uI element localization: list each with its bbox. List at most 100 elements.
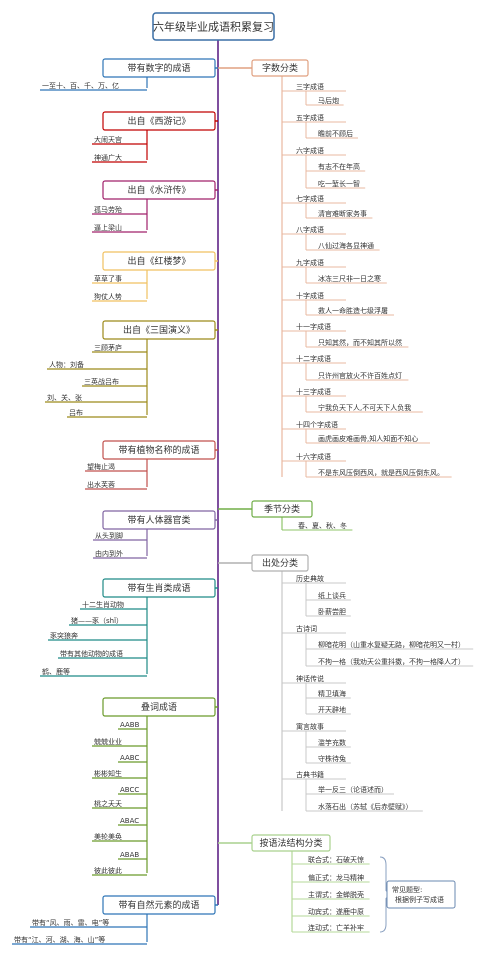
group-label: 八字成语: [296, 225, 324, 234]
group-label: 古诗词: [296, 624, 317, 633]
group-label: 古典书籍: [296, 770, 324, 779]
note-text: 常见题型:: [392, 885, 422, 894]
topic-label: 字数分类: [262, 62, 298, 74]
leaf-item: AABB: [120, 721, 140, 729]
left-topic-9[interactable]: 叠词成语: [102, 697, 216, 717]
topic-label: 叠词成语: [141, 701, 177, 713]
topic-label: 按语法结构分类: [259, 837, 322, 849]
group-item: 不是东风压倒西风，就是西风压倒东风。: [318, 468, 444, 477]
group-label: 十一字成语: [296, 322, 331, 331]
group-item: 有志不在年高: [318, 162, 360, 171]
note-box: 常见题型:根据例子写成语: [386, 880, 456, 909]
left-topic-10[interactable]: 带有自然元素的成语: [102, 895, 216, 915]
topic-box: [102, 578, 216, 598]
topic-label: 带有自然元素的成语: [118, 899, 199, 911]
leaf-item: 人物：刘备: [49, 360, 84, 369]
connector-lines: [12, 40, 474, 945]
group-item: 守株待兔: [318, 754, 346, 763]
leaf-item: 从头到脚: [95, 531, 123, 540]
group-item: 只知其然，而不知其所以然: [318, 338, 402, 347]
left-topic-2[interactable]: 出自《西游记》: [102, 111, 216, 131]
group-item: 水落石出（苏轼《后赤壁赋》）: [318, 802, 413, 811]
leaf-item: 鹤、鹿等: [42, 667, 70, 676]
group-item: 主谓式：金蝉脱壳: [308, 890, 364, 899]
group-item: 卧薪尝胆: [318, 607, 346, 616]
left-topic-5[interactable]: 出自《三国演义》: [102, 320, 216, 340]
leaf-item: 吕布: [69, 408, 83, 417]
topic-label: 季节分类: [264, 503, 300, 515]
group-item: 八仙过海各显神通: [318, 241, 374, 250]
topic-label: 出自《三国演义》: [123, 324, 195, 336]
group-item: 开天辟地: [318, 705, 346, 714]
group-label: 十三字成语: [296, 387, 331, 396]
group-item: 吃一堑长一智: [318, 179, 360, 188]
right-topic-2[interactable]: 季节分类: [251, 500, 313, 518]
group-item: 救人一命胜造七级浮屠: [318, 306, 388, 315]
group-item: 动宾式：遂鹿中原: [308, 907, 364, 916]
left-topic-8[interactable]: 带有生肖类成语: [102, 578, 216, 598]
group-item: 柳暗花明（山重水复疑无路，柳暗花明又一村）: [318, 640, 465, 649]
group-label: 九字成语: [296, 258, 324, 267]
left-topic-6[interactable]: 带有植物名称的成语: [102, 440, 216, 460]
leaf-item: 三英战吕布: [84, 377, 119, 386]
leaf-item: 望梅止渴: [87, 462, 115, 471]
root-node[interactable]: 六年级毕业成语积累复习: [152, 12, 275, 41]
group-item: 清官难断家务事: [318, 209, 367, 218]
leaf-item: 带有“江、河、湖、海、山”等: [14, 935, 105, 944]
left-topic-7[interactable]: 带有人体器官类: [102, 510, 216, 530]
group-label: 五字成语: [296, 113, 324, 122]
topic-box: [102, 510, 216, 530]
leaf-item: 三顾茅庐: [94, 343, 122, 352]
group-label: 十六字成语: [296, 452, 331, 461]
group-item: 只许州官放火不许百姓点灯: [318, 371, 402, 380]
leaf-item: 一至十、百、千、万、亿: [42, 81, 119, 90]
topic-box: [102, 895, 216, 915]
group-label: 十二字成语: [296, 354, 331, 363]
topic-box: [251, 554, 309, 572]
right-topic-4[interactable]: 按语法结构分类: [251, 834, 331, 852]
leaf-item: 豕突狼奔: [50, 631, 78, 640]
leaf-item: 十二生肖动物: [82, 600, 124, 609]
left-topic-1[interactable]: 带有数字的成语: [102, 58, 216, 78]
topic-label: 带有数字的成语: [127, 62, 190, 74]
group-item: 冰冻三尺非一日之寒: [318, 274, 381, 283]
group-item: 瞻前不顾后: [318, 129, 353, 138]
left-topic-3[interactable]: 出自《水浒传》: [102, 180, 216, 200]
leaf-item: 神通广大: [94, 153, 122, 162]
mind-map-nodes: 六年级毕业成语积累复习 带有数字的成语一至十、百、千、万、亿出自《西游记》大闹天…: [14, 12, 465, 944]
group-item: 画虎画皮难画骨,知人知面不知心: [318, 434, 418, 443]
topic-box: [251, 500, 313, 518]
leaf-item: 孤马劳殆: [94, 205, 122, 214]
leaf-item: 出水芙蓉: [87, 480, 115, 489]
topic-label: 带有植物名称的成语: [118, 444, 199, 456]
leaf-item: 带有“风、雨、雷、电”等: [32, 918, 109, 927]
right-topic-1[interactable]: 字数分类: [251, 59, 309, 77]
leaf-item: 狗仗人势: [94, 292, 122, 301]
leaf-item: 美轮美奂: [94, 832, 122, 841]
group-item: 纸上谈兵: [318, 591, 346, 600]
leaf-item: ABAC: [120, 817, 139, 825]
topic-label: 带有人体器官类: [127, 514, 190, 526]
leaf-item: 刘、关、张: [47, 393, 82, 402]
topic-box: [102, 320, 216, 340]
group-item: 不拘一格（我劝天公重抖擞，不拘一格降人才）: [318, 657, 465, 666]
leaf-item: 草草了事: [94, 274, 122, 283]
topic-label: 带有生肖类成语: [127, 582, 190, 594]
leaf-item: AABC: [120, 754, 139, 762]
group-item: 宁我负天下人,不可天下人负我: [318, 403, 411, 412]
topic-label: 出处分类: [262, 557, 298, 569]
left-topic-4[interactable]: 出自《红楼梦》: [102, 251, 216, 271]
root-title: 六年级毕业成语积累复习: [153, 20, 274, 34]
leaf-item: 带有其他动物的成语: [60, 649, 123, 658]
leaf-item: 大闹天宫: [94, 135, 122, 144]
group-item: 春、夏、秋、冬: [298, 521, 347, 530]
leaf-item: 猪——豕（shǐ）: [71, 616, 123, 625]
group-label: 历史典故: [296, 574, 324, 583]
group-item: 滥竽充数: [318, 738, 346, 747]
group-item: 联合式：石破天惊: [308, 855, 364, 864]
leaf-item: 逼上梁山: [94, 223, 122, 232]
right-topic-3[interactable]: 出处分类: [251, 554, 309, 572]
topic-box: [102, 697, 216, 717]
group-item: 精卫填海: [318, 689, 346, 698]
